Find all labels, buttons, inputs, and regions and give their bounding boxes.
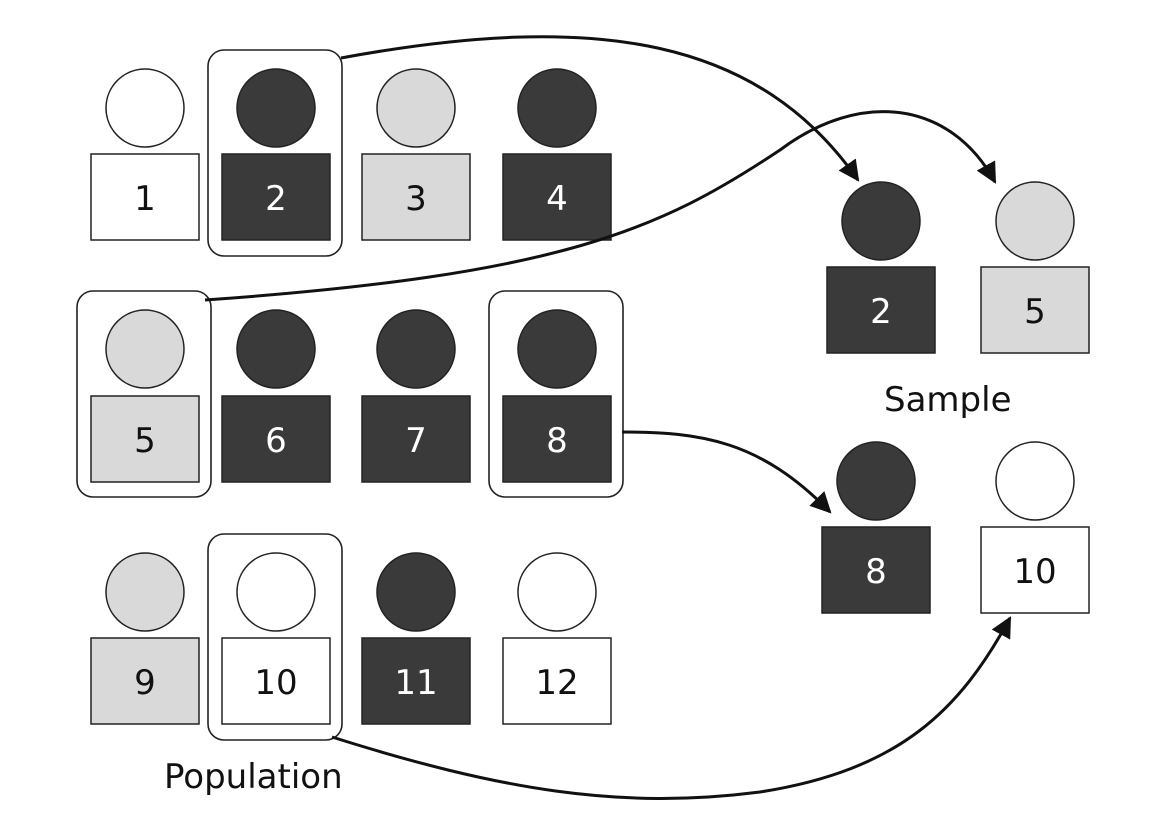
- sample-person-number: 10: [1013, 552, 1056, 592]
- population-person-number: 9: [134, 663, 156, 703]
- population-person-number: 1: [134, 179, 156, 219]
- sample-person-head: [841, 181, 921, 261]
- population-person-head: [517, 552, 597, 632]
- sample-person-10: 10: [980, 441, 1090, 614]
- population-person-head: [236, 309, 316, 389]
- population-person-head: [376, 552, 456, 632]
- population-person-number: 2: [265, 179, 287, 219]
- population-person-body: [361, 395, 471, 483]
- selection-box-10: [207, 533, 343, 741]
- population-person-head: [105, 309, 185, 389]
- population-person-body: [90, 395, 200, 483]
- population-person-3: 3: [361, 68, 471, 241]
- sample-person-8: 8: [821, 441, 931, 614]
- population-person-head: [105, 68, 185, 148]
- sample-person-5: 5: [980, 181, 1090, 354]
- sample-person-body: [980, 266, 1090, 354]
- population-person-number: 10: [254, 663, 297, 703]
- selection-boxes: [76, 49, 624, 741]
- population-person-number: 7: [405, 421, 427, 461]
- population-person-body: [502, 153, 612, 241]
- population-person-11: 11: [361, 552, 471, 725]
- selection-box-5: [76, 290, 212, 498]
- population-person-8: 8: [502, 309, 612, 483]
- selection-arrows: [204, 35, 1012, 800]
- population-person-12: 12: [502, 552, 612, 725]
- selection-box-8: [488, 290, 624, 498]
- sample-person-head: [836, 441, 916, 521]
- arrow-10-to-sample: [331, 616, 1012, 800]
- sample-person-head: [995, 441, 1075, 521]
- sample-person-number: 8: [865, 552, 887, 592]
- population-person-number: 3: [405, 179, 427, 219]
- population-person-number: 11: [394, 663, 437, 703]
- population-person-body: [221, 395, 331, 483]
- population-person-head: [517, 309, 597, 389]
- sample-person-body: [826, 266, 936, 354]
- population-person-number: 8: [546, 421, 568, 461]
- sample-group: 2 5 8 10: [821, 181, 1090, 614]
- population-person-head: [236, 68, 316, 148]
- population-person-4: 4: [502, 68, 612, 241]
- population-person-body: [90, 637, 200, 725]
- population-person-head: [376, 309, 456, 389]
- population-person-body: [90, 153, 200, 241]
- population-person-6: 6: [221, 309, 331, 483]
- sample-person-body: [821, 526, 931, 614]
- population-person-9: 9: [90, 552, 200, 725]
- population-person-head: [105, 552, 185, 632]
- sample-person-head: [995, 181, 1075, 261]
- sample-caption: Sample: [884, 380, 1011, 420]
- population-person-2: 2: [221, 68, 331, 241]
- sample-person-body: [980, 526, 1090, 614]
- population-person-head: [517, 68, 597, 148]
- population-person-number: 4: [546, 179, 568, 219]
- population-person-1: 1: [90, 68, 200, 241]
- population-person-7: 7: [361, 309, 471, 483]
- population-person-5: 5: [90, 309, 200, 483]
- population-person-number: 5: [134, 421, 156, 461]
- population-person-head: [236, 552, 316, 632]
- population-person-body: [361, 637, 471, 725]
- selection-box-2: [207, 49, 343, 257]
- population-person-body: [502, 637, 612, 725]
- population-caption: Population: [164, 757, 343, 797]
- population-person-body: [221, 637, 331, 725]
- population-person-number: 12: [535, 663, 578, 703]
- sample-person-2: 2: [826, 181, 936, 354]
- sample-person-number: 2: [870, 292, 892, 332]
- population-person-number: 6: [265, 421, 287, 461]
- population-person-body: [361, 153, 471, 241]
- population-person-body: [502, 395, 612, 483]
- population-person-10: 10: [221, 552, 331, 725]
- population-person-head: [376, 68, 456, 148]
- population-person-body: [221, 153, 331, 241]
- arrow-8-to-sample: [621, 430, 832, 514]
- arrow-2-to-sample: [340, 35, 860, 182]
- sample-person-number: 5: [1024, 292, 1046, 332]
- arrow-5-to-sample: [204, 110, 997, 302]
